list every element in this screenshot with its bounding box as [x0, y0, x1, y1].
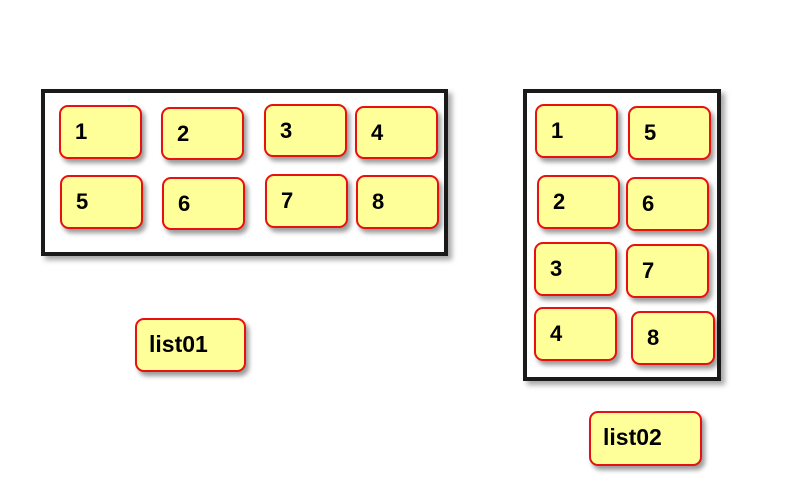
list01-item-7[interactable]: 7 — [265, 174, 348, 228]
list01-item-6[interactable]: 6 — [162, 177, 245, 230]
list02-label: list02 — [589, 411, 702, 466]
list02-item-2[interactable]: 2 — [537, 175, 620, 229]
list01-item-2[interactable]: 2 — [161, 107, 244, 160]
list01-item-3[interactable]: 3 — [264, 104, 347, 157]
list01-item-8[interactable]: 8 — [356, 175, 439, 229]
list01-item-4[interactable]: 4 — [355, 106, 438, 159]
list02-item-3[interactable]: 3 — [534, 242, 617, 296]
list02-item-8[interactable]: 8 — [631, 311, 715, 365]
list02-item-5[interactable]: 5 — [628, 106, 711, 160]
list02-item-7[interactable]: 7 — [626, 244, 709, 298]
list02-item-4[interactable]: 4 — [534, 307, 617, 361]
list02-item-6[interactable]: 6 — [626, 177, 709, 231]
list01-label: list01 — [135, 318, 246, 372]
list02-item-1[interactable]: 1 — [535, 104, 618, 158]
list01-item-1[interactable]: 1 — [59, 105, 142, 159]
list01-item-5[interactable]: 5 — [60, 175, 143, 229]
